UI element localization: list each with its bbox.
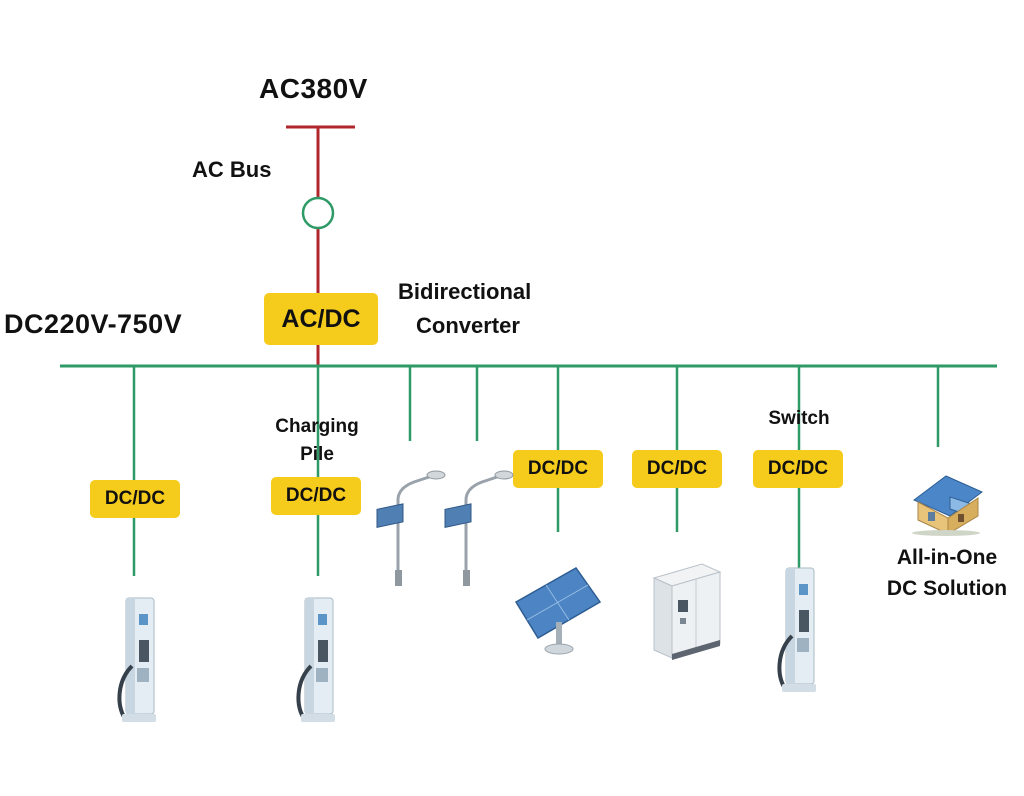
dc-dc-box-3: DC/DC [513, 450, 603, 488]
ev-charger-icon [296, 597, 335, 722]
solar-panel-icon [514, 567, 602, 655]
switch-label: Switch [768, 408, 830, 429]
dc-dc-box-4: DC/DC [632, 450, 722, 488]
battery-cabinet-icon [652, 563, 722, 660]
solution-line2: DC Solution [886, 577, 1008, 600]
charging-pile-label: Charging Pile [262, 413, 372, 469]
converter-label-line2: Converter [416, 313, 520, 338]
street-light-icon [376, 470, 446, 586]
dc-dc-box-5: DC/DC [753, 450, 843, 488]
solution-label: All-in-One DC Solution [872, 542, 1022, 604]
ev-charger-icon [777, 567, 816, 692]
charging-pile-line2: Pile [300, 444, 334, 465]
solution-line1: All-in-One [896, 546, 998, 569]
ac-bus-label: AC Bus [192, 157, 272, 182]
ac-dc-converter: AC/DC [264, 293, 378, 345]
street-light-icon [444, 470, 514, 586]
ac-breaker-symbol [301, 196, 335, 230]
ev-charger-icon [117, 597, 156, 722]
charging-pile-line1: Charging [275, 416, 359, 437]
dc-voltage-label: DC220V-750V [4, 309, 183, 339]
ac-voltage-label: AC380V [259, 73, 368, 104]
house-icon [912, 475, 983, 536]
dc-dc-box-1: DC/DC [90, 480, 180, 518]
dc-dc-box-2: DC/DC [271, 477, 361, 515]
converter-label-line1: Bidirectional [398, 279, 532, 304]
